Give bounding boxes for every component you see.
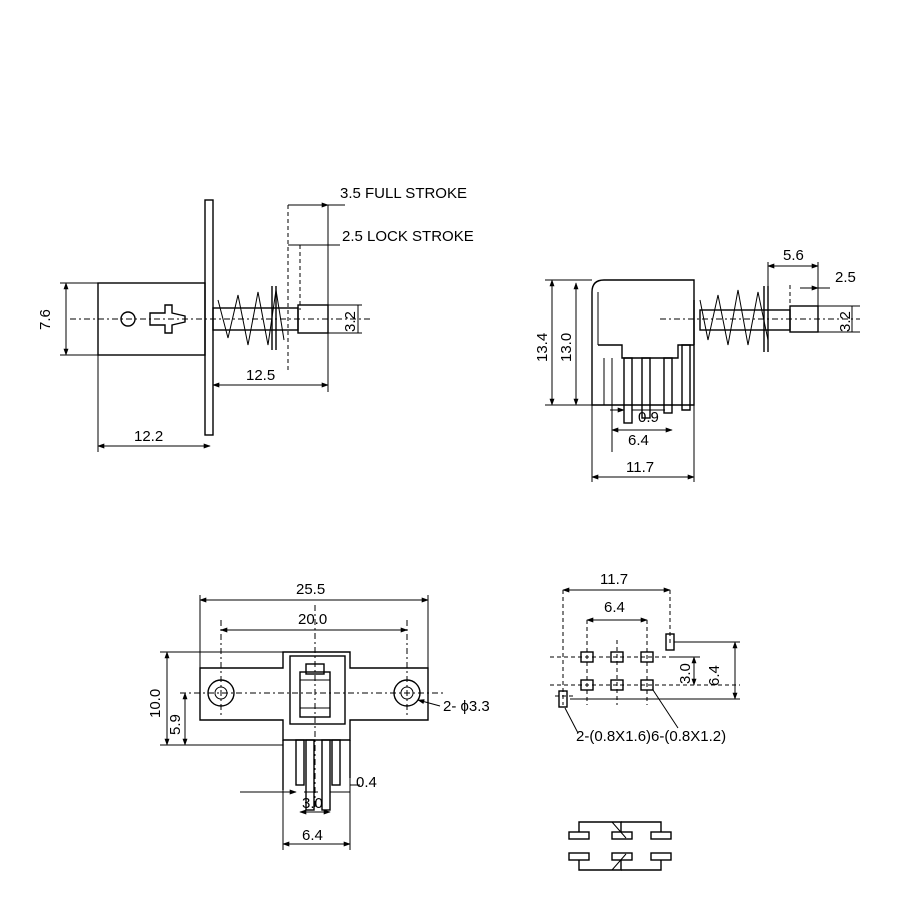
fp-hole-note: 2-(0.8X1.6)6-(0.8X1.2) bbox=[576, 728, 726, 745]
pcb-footprint: 11.7 6.4 3.0 6.4 2-(0.8X1.6)6-(0.8X1.2) bbox=[550, 571, 740, 745]
pin-pitch-small-label: 3.0 bbox=[302, 795, 323, 812]
hole-pitch-label: 20.0 bbox=[298, 611, 327, 628]
total-width-label: 25.5 bbox=[296, 581, 325, 598]
end-plunger-dia-label: 3.2 bbox=[837, 311, 854, 332]
end-d1-label: 5.6 bbox=[783, 247, 804, 264]
pad-row-top bbox=[580, 651, 654, 663]
end-pin-pitch-label: 6.4 bbox=[628, 432, 649, 449]
fp-height-label: 6.4 bbox=[706, 665, 723, 686]
end-width-label: 11.7 bbox=[626, 459, 654, 476]
end-d2-label: 2.5 bbox=[835, 269, 856, 286]
switch-schematic bbox=[568, 821, 672, 871]
plunger bbox=[297, 304, 329, 334]
pad-row-bottom bbox=[580, 679, 654, 691]
slot-pad-bottom bbox=[558, 690, 568, 708]
front-pin-pitch-label: 6.4 bbox=[302, 827, 323, 844]
lock-stroke-label: 2.5 LOCK STROKE bbox=[342, 228, 474, 245]
end-h-body-label: 13.0 bbox=[558, 333, 575, 362]
pin-left bbox=[623, 357, 633, 424]
end-h-total-label: 13.4 bbox=[534, 333, 551, 362]
length-to-plunger-label: 12.5 bbox=[246, 367, 275, 384]
body-length-label: 12.2 bbox=[134, 428, 163, 445]
fp-pitch-label: 6.4 bbox=[604, 599, 625, 616]
side-view: 3.5 FULL STROKE 2.5 LOCK STROKE 7.6 3.2 … bbox=[37, 185, 474, 452]
pin-t-label: 0.4 bbox=[356, 774, 377, 791]
front-view: 25.5 20.0 10.0 5.9 2- ϕ3.3 0.4 3.0 6.4 bbox=[147, 581, 490, 850]
plunger-dia-label: 3.2 bbox=[342, 311, 359, 332]
end-body bbox=[591, 279, 695, 406]
end-pin-w-label: 0.9 bbox=[638, 409, 659, 426]
front-height-label: 10.0 bbox=[147, 689, 164, 718]
fp-row-pitch-label: 3.0 bbox=[677, 663, 694, 684]
fp-width-label: 11.7 bbox=[600, 571, 628, 588]
spring bbox=[217, 289, 285, 346]
mounting-plate bbox=[204, 199, 214, 436]
full-stroke-label: 3.5 FULL STROKE bbox=[340, 185, 467, 202]
height-label: 7.6 bbox=[37, 309, 54, 330]
pin-right bbox=[663, 357, 673, 414]
body-hole bbox=[120, 311, 136, 327]
holes-label: 2- ϕ3.3 bbox=[443, 698, 490, 715]
end-view: 5.6 2.5 3.2 13.4 13.0 0.9 6.4 11.7 bbox=[534, 247, 860, 482]
latch bbox=[149, 304, 186, 334]
hole-height-label: 5.9 bbox=[167, 714, 184, 735]
